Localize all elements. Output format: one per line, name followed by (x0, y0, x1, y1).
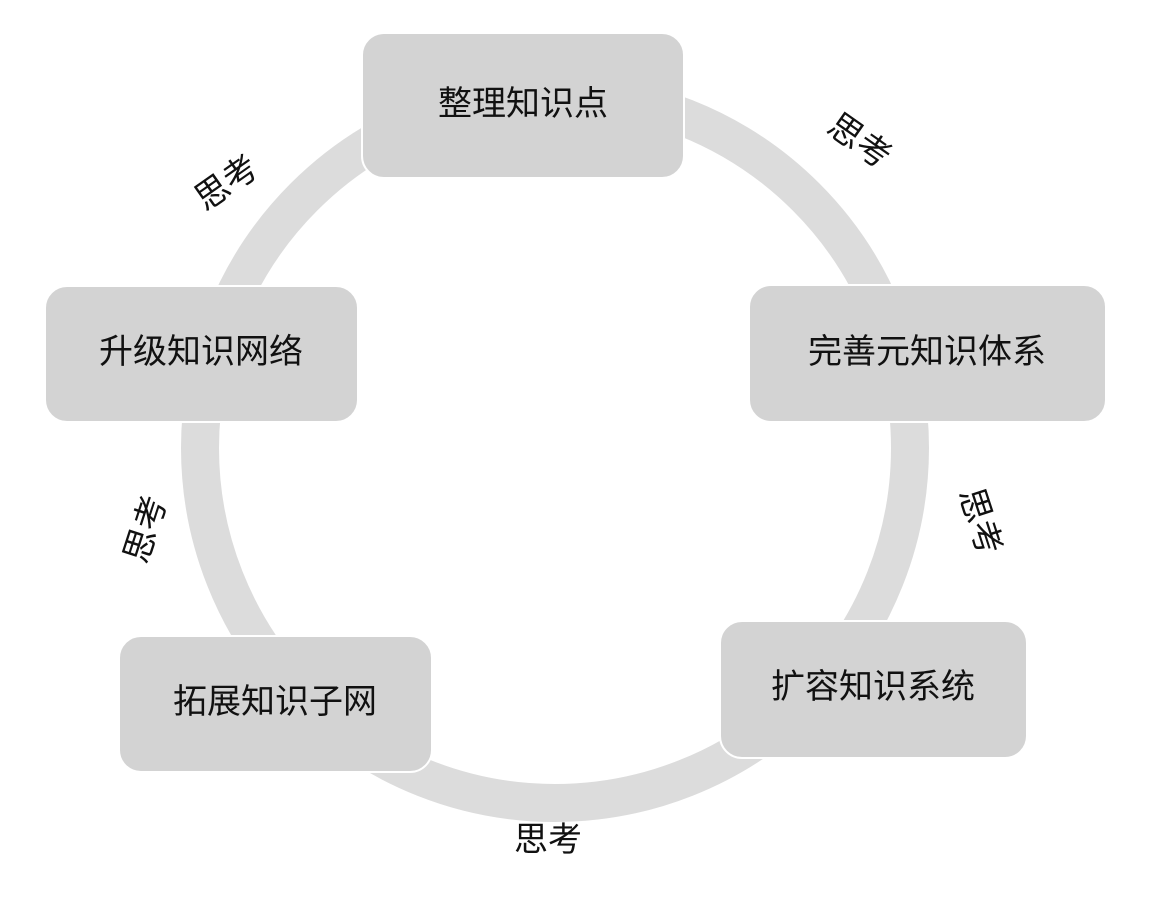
node-3: 扩容知识系统 (719, 620, 1028, 759)
node-label-4: 拓展知识子网 (173, 682, 377, 722)
node-label-1: 整理知识点 (438, 84, 608, 124)
edge-label-5: 思考 (188, 147, 267, 219)
node-box-3 (719, 620, 1028, 759)
node-4: 拓展知识子网 (118, 635, 433, 773)
node-label-3: 扩容知识系统 (771, 667, 975, 707)
edge-label-3: 思考 (514, 820, 582, 860)
edge-label-2: 思考 (950, 483, 1009, 560)
node-box-1 (361, 32, 685, 179)
node-box-4 (118, 635, 433, 773)
edge-label-1: 思考 (820, 105, 899, 177)
node-box-5 (44, 285, 359, 423)
node-1: 整理知识点 (361, 32, 685, 179)
node-box-2 (748, 284, 1107, 423)
edge-label-4: 思考 (117, 491, 176, 568)
node-label-5: 升级知识网络 (99, 332, 303, 372)
node-5: 升级知识网络 (44, 285, 359, 423)
node-label-2: 完善元知识体系 (808, 332, 1046, 372)
node-2: 完善元知识体系 (748, 284, 1107, 423)
